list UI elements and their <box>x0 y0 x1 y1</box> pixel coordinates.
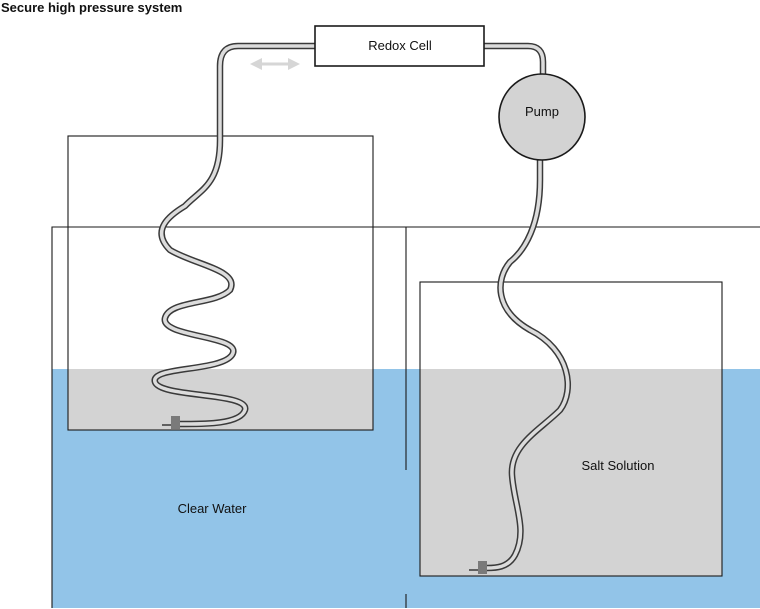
cell-to-pump-tube <box>480 42 547 80</box>
redox-cell-label: Redox Cell <box>368 38 432 53</box>
pump-circle <box>498 73 586 161</box>
left-tube-connector <box>171 416 180 429</box>
salt-solution-fill <box>420 369 722 576</box>
diagram-title: Secure high pressure system <box>1 0 182 15</box>
double-arrow-icon <box>250 58 300 70</box>
pump-to-solution-tube <box>483 154 571 572</box>
pump-label: Pump <box>525 104 559 119</box>
redox-cell-box <box>314 25 485 67</box>
inner-container-right <box>419 281 723 577</box>
salt-solution-label: Salt Solution <box>582 458 655 473</box>
outer-tank-left <box>51 226 406 608</box>
left-tube <box>151 42 319 428</box>
right-tube-connector <box>478 561 487 574</box>
clear-water-label: Clear Water <box>178 501 248 516</box>
